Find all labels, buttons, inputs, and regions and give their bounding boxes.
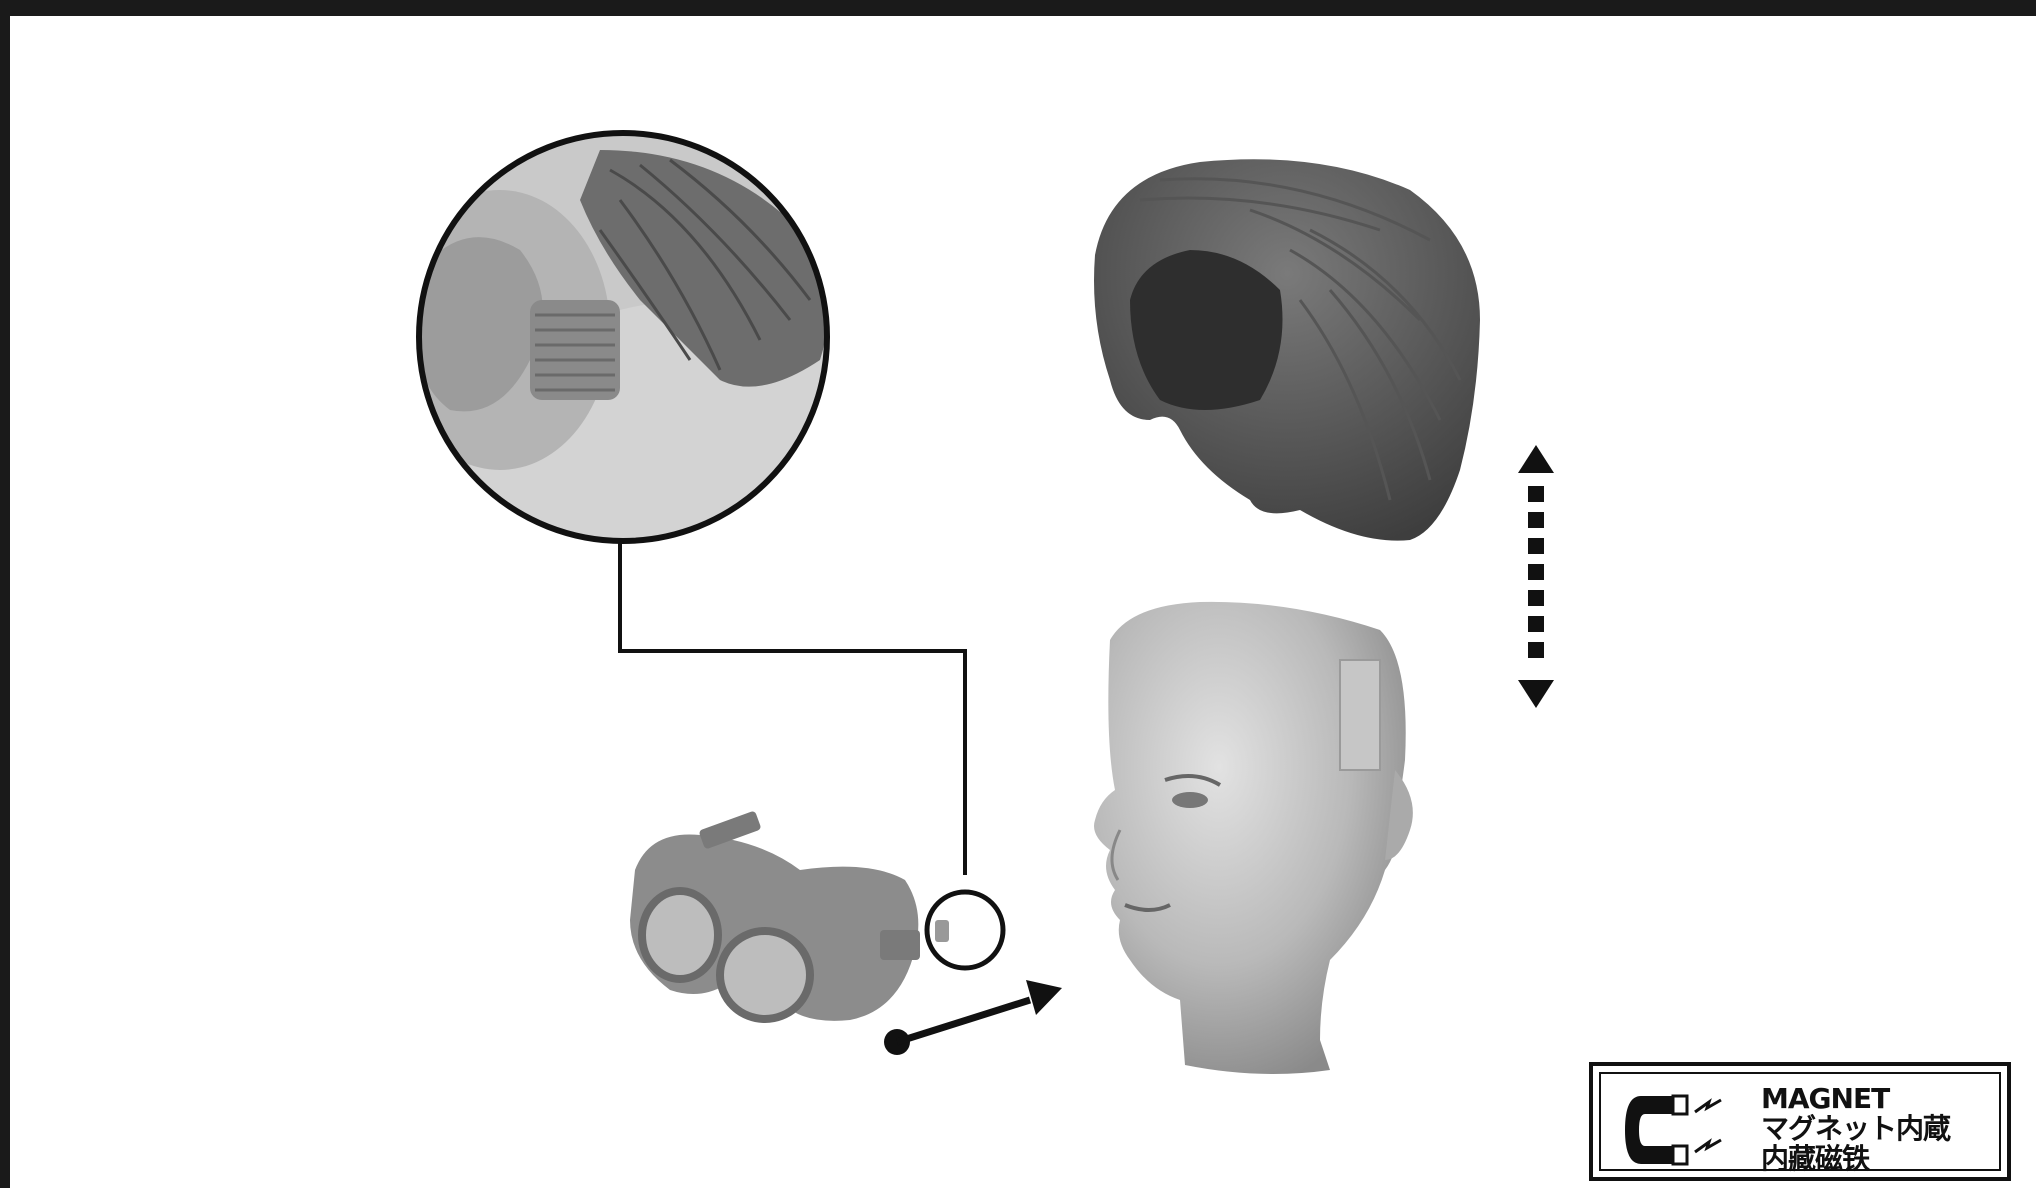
goggles <box>630 810 949 1020</box>
magnet-badge-text: MAGNET マグネット内蔵 内藏磁铁 <box>1761 1084 1950 1174</box>
magnet-badge: MAGNET マグネット内蔵 内藏磁铁 <box>1589 1062 2011 1181</box>
magnet-icon <box>1621 1090 1751 1170</box>
magnet-badge-frame: MAGNET マグネット内蔵 内藏磁铁 <box>1599 1072 2001 1171</box>
head-sculpt <box>1094 602 1413 1074</box>
vertical-double-arrow <box>1518 445 1554 708</box>
magnet-label-ja: マグネット内蔵 <box>1761 1114 1950 1144</box>
attach-arrow <box>884 980 1062 1055</box>
magnet-label-zh: 内藏磁铁 <box>1761 1144 1950 1174</box>
hair-piece <box>1094 159 1480 540</box>
magnet-label-en: MAGNET <box>1761 1084 1950 1114</box>
